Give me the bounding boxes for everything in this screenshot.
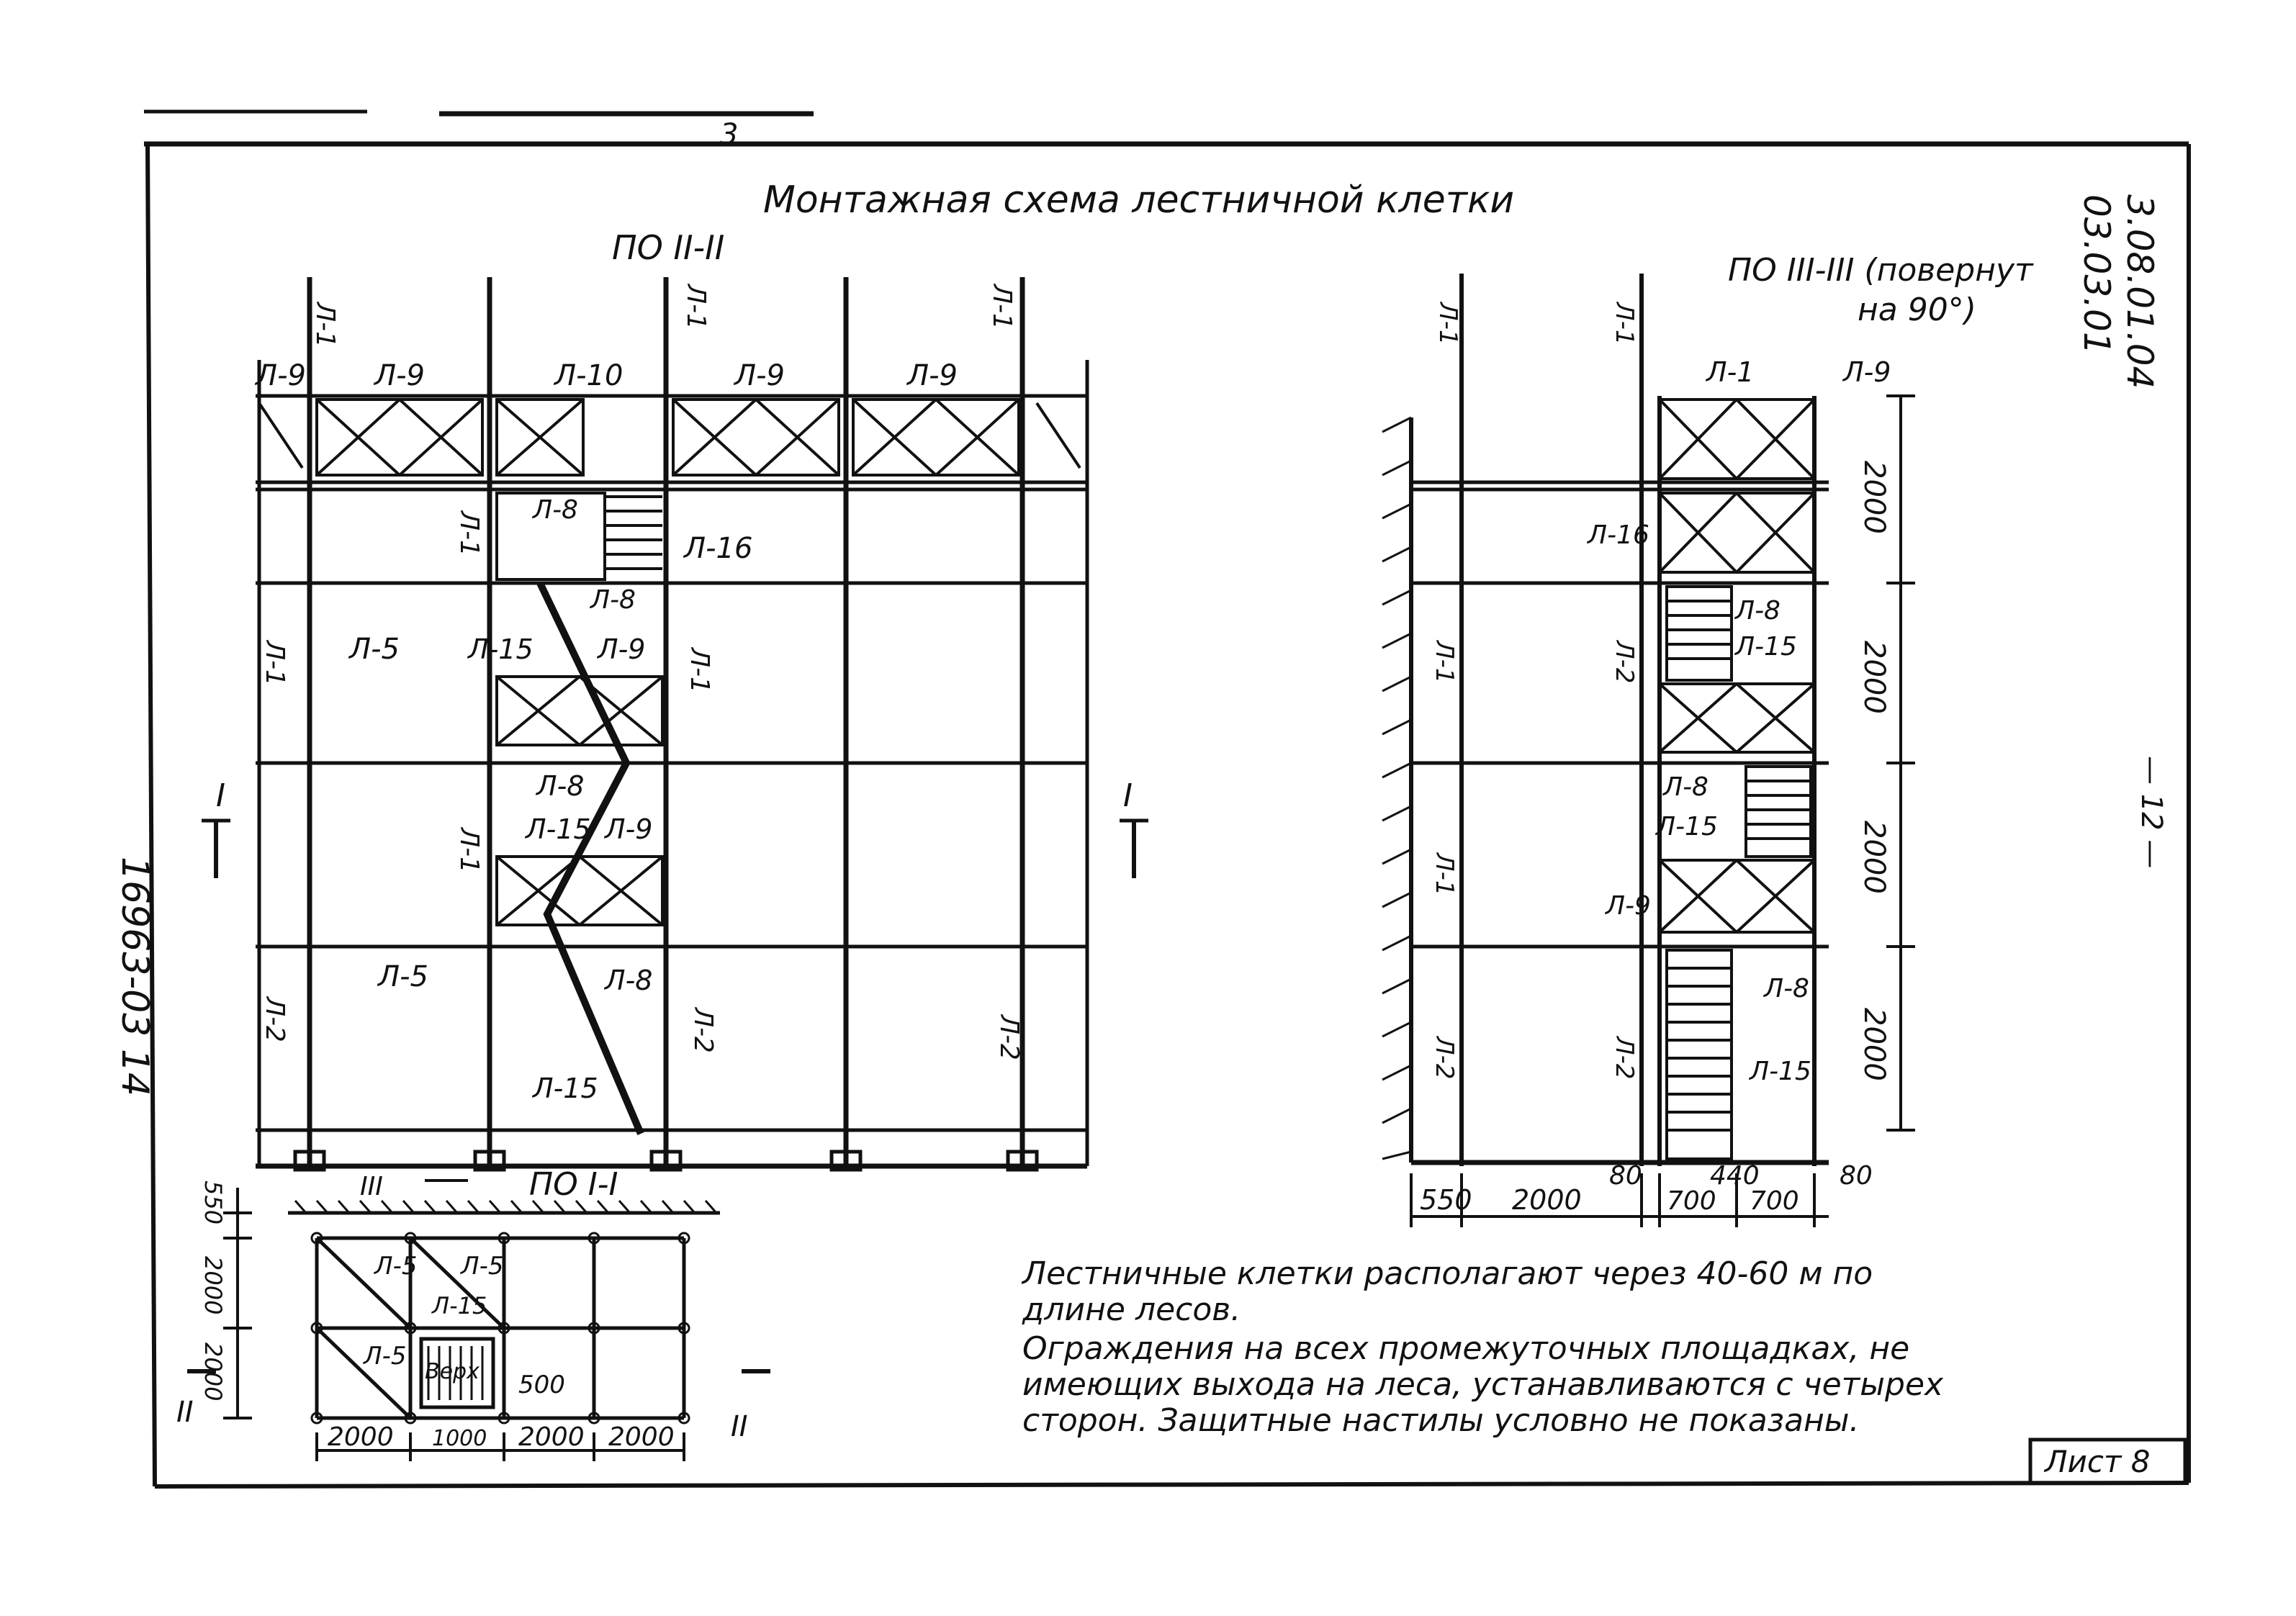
front-top-label: Л-10 bbox=[553, 359, 623, 392]
plan-label: Л-5 bbox=[459, 1252, 503, 1281]
post-label: Л-2 bbox=[994, 1014, 1024, 1060]
element-label: Л-5 bbox=[377, 960, 428, 993]
plan-title: ПО I-I bbox=[529, 1166, 618, 1203]
code-line-2: 03.03.01 bbox=[2076, 194, 2117, 355]
element-label: Л-9 bbox=[603, 813, 652, 845]
side-post-label: Л-1 bbox=[1433, 301, 1462, 345]
bottom-dim: 80 bbox=[1840, 1161, 1873, 1191]
side-view-title-1: ПО III-III (повернут bbox=[1728, 252, 2034, 289]
bottom-dim: 550 bbox=[1420, 1184, 1472, 1216]
bottom-dim: 700 bbox=[1750, 1186, 1799, 1216]
side-label: Л-8 bbox=[1762, 974, 1809, 1003]
front-view: ПО II-II bbox=[202, 228, 1148, 1172]
side-post-label: Л-2 bbox=[1610, 1035, 1639, 1079]
plan-label: Л-15 bbox=[431, 1292, 487, 1319]
plan-label: Верх bbox=[425, 1359, 480, 1384]
section-mark-left: I bbox=[216, 777, 225, 814]
height-dim: 2000 bbox=[1858, 821, 1891, 894]
height-dim: 2000 bbox=[1858, 461, 1891, 534]
side-code: 16963-03 14 bbox=[113, 857, 156, 1096]
plan-view bbox=[187, 1179, 770, 1461]
post-label: Л-1 bbox=[260, 639, 289, 686]
element-label: Л-8 bbox=[535, 770, 584, 802]
element-label: Л-9 bbox=[596, 633, 645, 665]
front-view-labels: I I Л-9 Л-9 Л-10 Л-9 Л-9 Л-1 Л-1 Л-1 Л-1… bbox=[216, 283, 1133, 1104]
sheet-label: Лист 8 bbox=[2043, 1444, 2151, 1479]
element-label: Л-5 bbox=[348, 633, 400, 666]
plan-label: Л-5 bbox=[362, 1342, 406, 1371]
side-label: Л-9 bbox=[1604, 891, 1651, 921]
plan-dim: 2000 bbox=[328, 1422, 394, 1452]
plan-dim: 550 bbox=[199, 1181, 227, 1224]
front-top-label: Л-9 bbox=[254, 359, 306, 392]
side-post-label: Л-1 bbox=[1430, 852, 1459, 895]
element-label: Л-16 bbox=[683, 532, 752, 565]
side-view-labels: ПО III-III (повернут на 90°) Л-1 Л-9 Л-1… bbox=[1420, 252, 2034, 1216]
plan-dim: 2000 bbox=[518, 1422, 585, 1452]
side-label: Л-15 bbox=[1748, 1057, 1811, 1086]
section-mark-plan-left: II bbox=[176, 1396, 194, 1429]
top-scribble: 3 bbox=[720, 118, 738, 151]
side-label: Л-16 bbox=[1586, 520, 1649, 550]
section-mark-right: I bbox=[1123, 777, 1133, 814]
element-label: Л-8 bbox=[531, 495, 578, 525]
side-label: Л-1 bbox=[1705, 356, 1754, 388]
post-label: Л-1 bbox=[685, 646, 714, 693]
side-label: Л-15 bbox=[1655, 812, 1718, 841]
front-top-label: Л-9 bbox=[733, 359, 785, 392]
section-mark: III bbox=[360, 1172, 383, 1201]
front-top-label: Л-9 bbox=[906, 359, 958, 392]
post-label: Л-2 bbox=[260, 996, 289, 1042]
side-post-label: Л-1 bbox=[1430, 639, 1459, 683]
sheet-frame bbox=[144, 109, 2191, 1489]
plan-dim: 2000 bbox=[199, 1256, 227, 1314]
bottom-dim: 80 bbox=[1609, 1161, 1642, 1191]
front-view-title: ПО II-II bbox=[612, 228, 724, 267]
code-line-1: 3.08.01.04 bbox=[2119, 194, 2161, 389]
post-label: Л-2 bbox=[688, 1006, 718, 1053]
bottom-dim: 700 bbox=[1667, 1186, 1716, 1216]
post-label: Л-1 bbox=[310, 301, 340, 348]
side-view bbox=[1382, 274, 1915, 1227]
post-label: Л-1 bbox=[987, 283, 1017, 330]
section-mark-plan-right: II bbox=[731, 1410, 748, 1443]
note-text: Лестничные клетки располагают через 40-6… bbox=[1022, 1255, 1873, 1328]
post-label: Л-1 bbox=[454, 826, 484, 873]
plan-label: Л-5 bbox=[373, 1252, 417, 1281]
element-label: Л-15 bbox=[467, 633, 534, 665]
side-label: Л-8 bbox=[1734, 596, 1780, 626]
side-post-label: Л-2 bbox=[1430, 1035, 1459, 1079]
plan-dim: 1000 bbox=[432, 1426, 487, 1451]
side-post-label: Л-1 bbox=[1610, 301, 1639, 345]
front-top-label: Л-9 bbox=[373, 359, 425, 392]
side-label: Л-15 bbox=[1734, 632, 1797, 662]
page-mark: — 12 — bbox=[2135, 756, 2168, 868]
side-post-label: Л-2 bbox=[1610, 639, 1639, 683]
side-label: Л-9 bbox=[1842, 356, 1891, 388]
plan-dim: 2000 bbox=[608, 1422, 675, 1452]
drawing-title: Монтажная схема лестничной клетки bbox=[763, 179, 1514, 222]
notes-block: Лестничные клетки располагают через 40-6… bbox=[1022, 1256, 1958, 1442]
side-view-title-2: на 90°) bbox=[1858, 292, 1976, 328]
plan-label: 500 bbox=[518, 1371, 565, 1399]
element-label: Л-8 bbox=[603, 965, 652, 996]
plan-labels: ПО I-I III II II Л-5 Л-5 Л-15 Л-5 Верх 5… bbox=[176, 1166, 748, 1452]
height-dim: 2000 bbox=[1858, 641, 1891, 714]
element-label: Л-8 bbox=[589, 585, 636, 615]
bottom-dim: 440 bbox=[1710, 1161, 1760, 1191]
side-label: Л-8 bbox=[1662, 772, 1709, 802]
post-label: Л-1 bbox=[681, 283, 711, 330]
bottom-dim: 2000 bbox=[1512, 1184, 1582, 1216]
element-label: Л-15 bbox=[531, 1073, 598, 1104]
plan-dim: 2000 bbox=[199, 1342, 227, 1401]
post-label: Л-1 bbox=[454, 510, 484, 556]
height-dim: 2000 bbox=[1858, 1008, 1891, 1081]
note-text: Ограждения на всех промежуточных площадк… bbox=[1022, 1330, 1944, 1439]
element-label: Л-15 bbox=[524, 813, 591, 845]
